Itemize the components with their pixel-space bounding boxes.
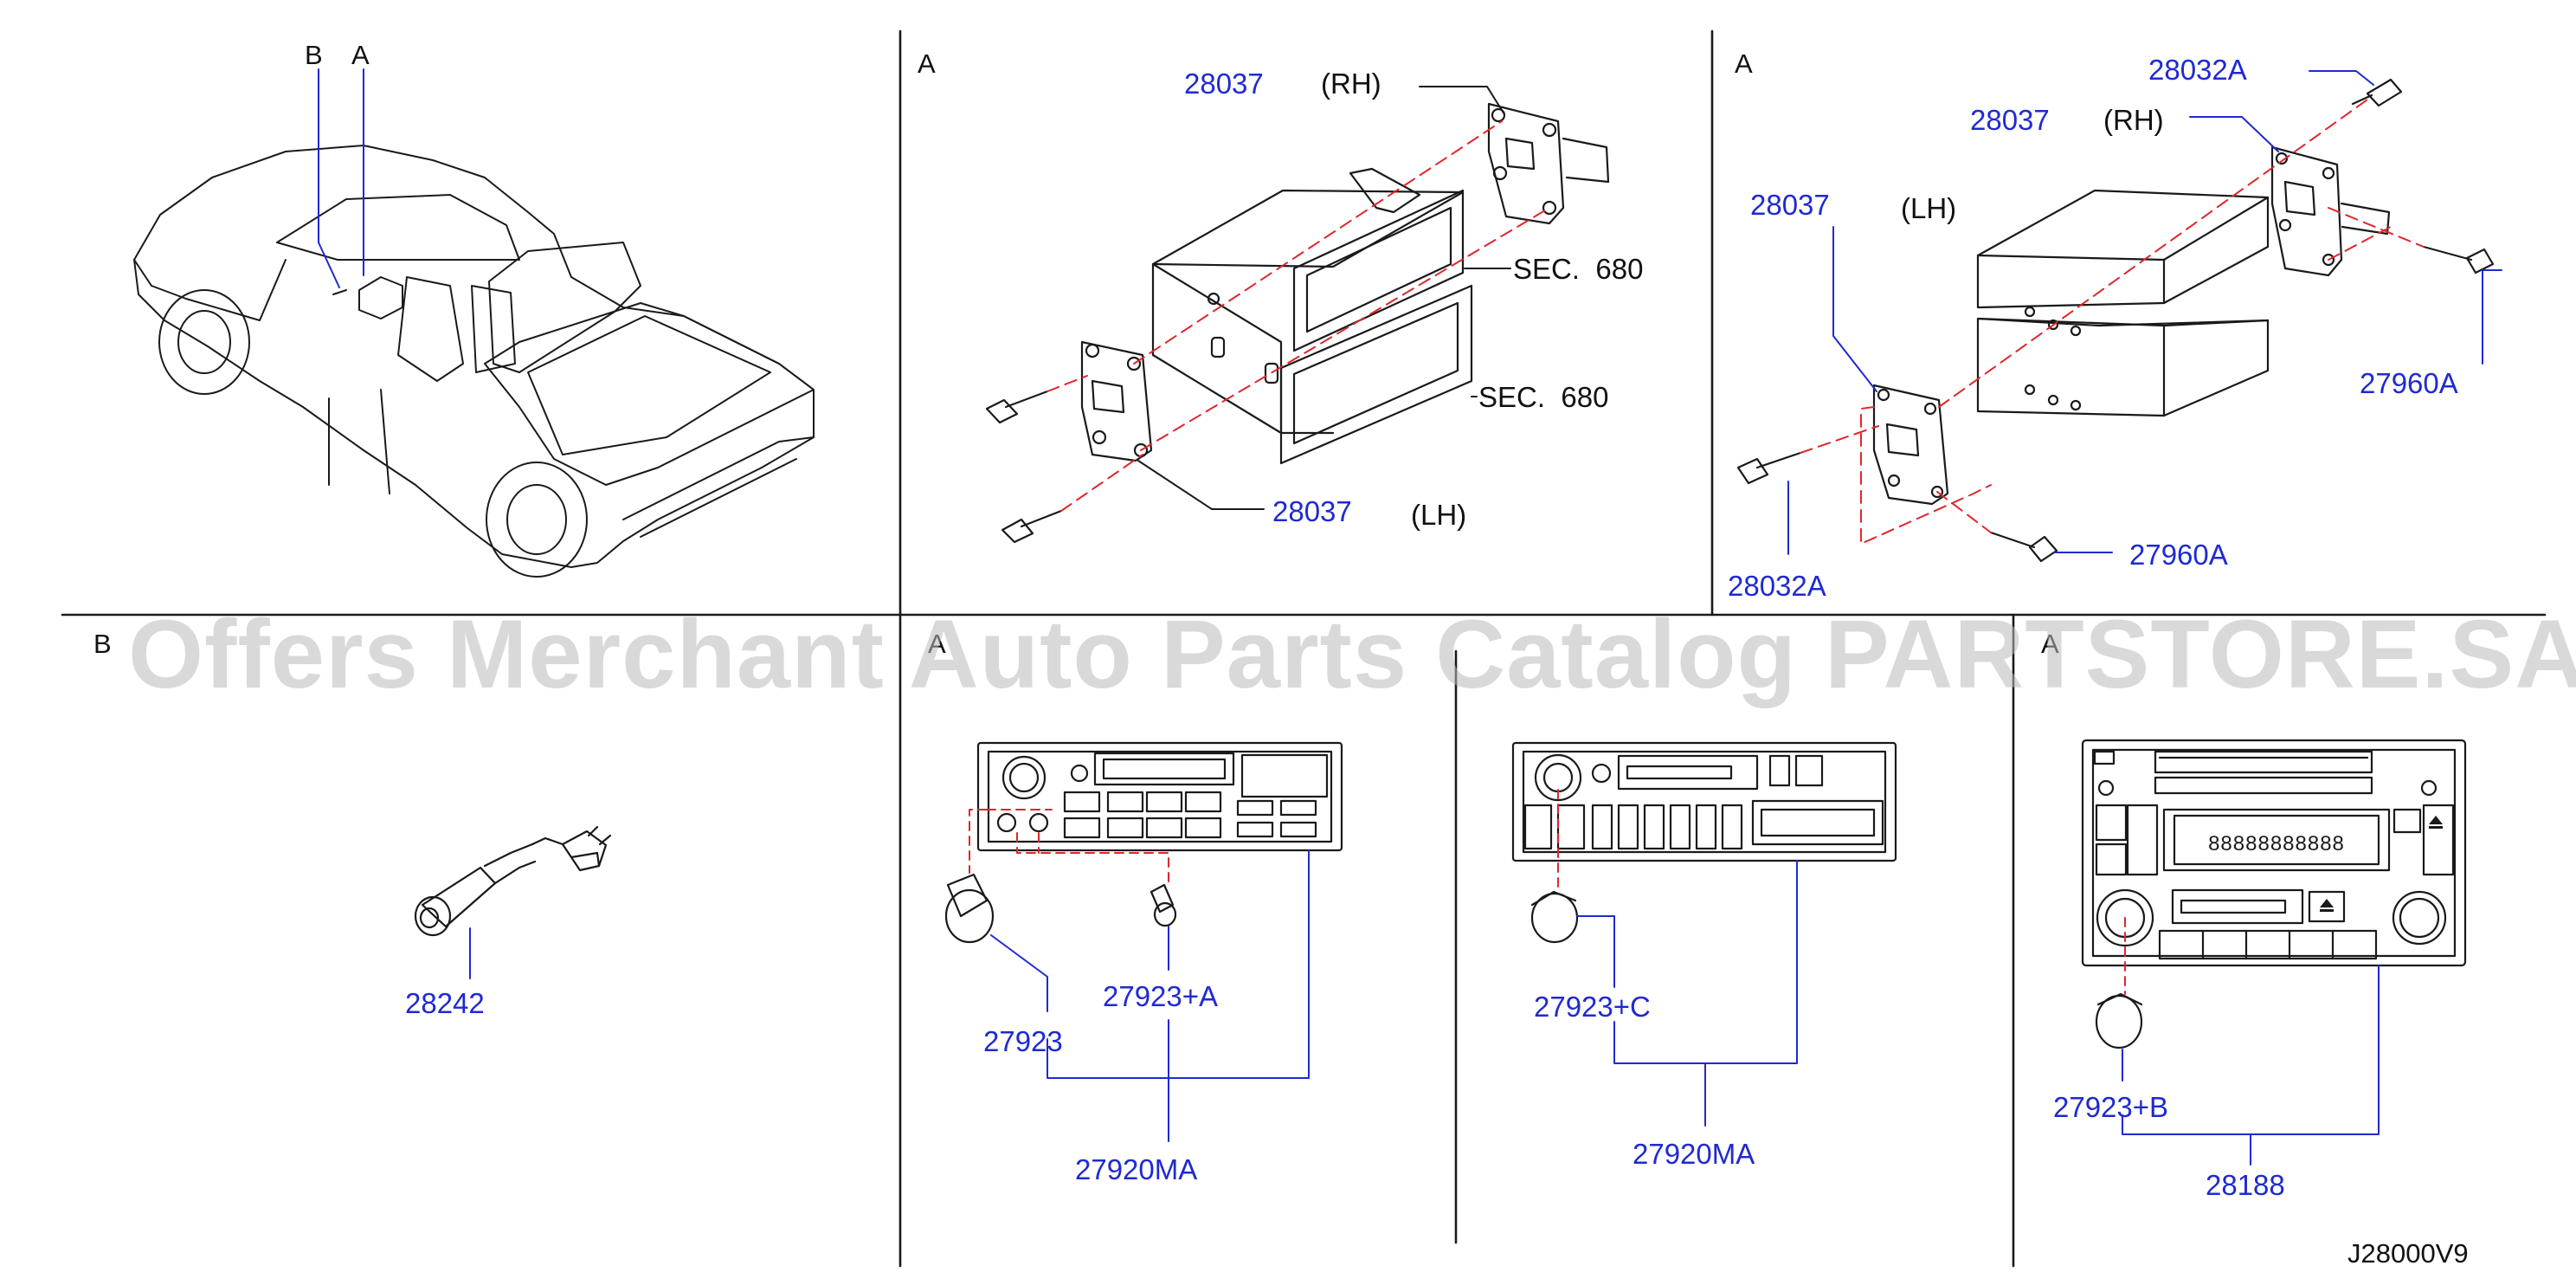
- radio-1-dash: [969, 809, 1169, 886]
- radio-2-unit: [1511, 741, 1897, 944]
- part-number-28032a-left: 28032A: [1728, 570, 1826, 602]
- part-number-27960a-bottom: 27960A: [2129, 539, 2228, 571]
- truck-callout-b: B: [305, 40, 323, 70]
- panel-7-letter: A: [2041, 629, 2059, 659]
- eject-icon: [2320, 816, 2443, 912]
- radio-3-unit: [2081, 739, 2467, 1049]
- single-din-dash-leaders: [1046, 120, 1550, 512]
- radio-2-leaders: [1576, 860, 1798, 1127]
- truck-leaders: [318, 68, 364, 288]
- single-din-bracket: [985, 102, 1610, 544]
- panel-2-letter: A: [918, 48, 936, 79]
- part-number-28242: 28242: [405, 987, 485, 1019]
- antenna-part: [414, 825, 612, 937]
- part-number-28037-rh: 28037: [1184, 68, 1264, 100]
- truck-callout-a: A: [351, 40, 370, 70]
- part-number-27960a-right: 27960A: [2360, 367, 2458, 399]
- diagram-id: J28000V9: [2347, 1238, 2469, 1269]
- part-number-28037-lh: 28037: [1272, 495, 1352, 527]
- side-rh-label-double: (RH): [2103, 104, 2164, 136]
- part-number-27923+a: 27923+A: [1103, 980, 1219, 1012]
- double-din-dash-leaders: [1800, 99, 2425, 545]
- double-din-bracket: [1736, 78, 2495, 563]
- single-din-leaders: [1137, 86, 1511, 510]
- sec-680-upper: SEC. 680: [1513, 253, 1644, 285]
- part-number-27920ma-2: 27920MA: [1633, 1138, 1755, 1170]
- radio-3-leaders: [2122, 965, 2380, 1166]
- part-number-28032a-top: 28032A: [2148, 54, 2247, 86]
- radio-1-leaders: [990, 849, 1310, 1142]
- sec-680-lower: SEC. 680: [1478, 381, 1609, 413]
- part-number-27920ma-1: 27920MA: [1075, 1153, 1198, 1185]
- part-number-28037-lh-double: 28037: [1750, 189, 1830, 221]
- side-lh-label: (LH): [1411, 499, 1467, 531]
- side-lh-label-double: (LH): [1901, 192, 1957, 224]
- panel-dividers: [61, 29, 2547, 1268]
- part-number-28037-rh-double: 28037: [1970, 104, 2050, 136]
- part-number-27923: 27923: [983, 1025, 1063, 1057]
- part-number-27923+c: 27923+C: [1534, 991, 1651, 1023]
- radio-3-display: 88888888888: [2208, 832, 2345, 856]
- part-number-28188: 28188: [2206, 1169, 2285, 1201]
- side-rh-label: (RH): [1321, 68, 1381, 100]
- truck-illustration: [133, 145, 815, 578]
- double-din-leaders: [1787, 70, 2502, 555]
- panel-5-letter: A: [928, 629, 946, 659]
- part-number-27923+b: 27923+B: [2053, 1091, 2169, 1123]
- panel-4-letter: B: [93, 629, 112, 659]
- radio-1-unit: [944, 741, 1343, 944]
- watermark: Offers Merchant Auto Parts Catalog PARTS…: [128, 600, 2576, 708]
- panel-3-letter: A: [1735, 48, 1753, 79]
